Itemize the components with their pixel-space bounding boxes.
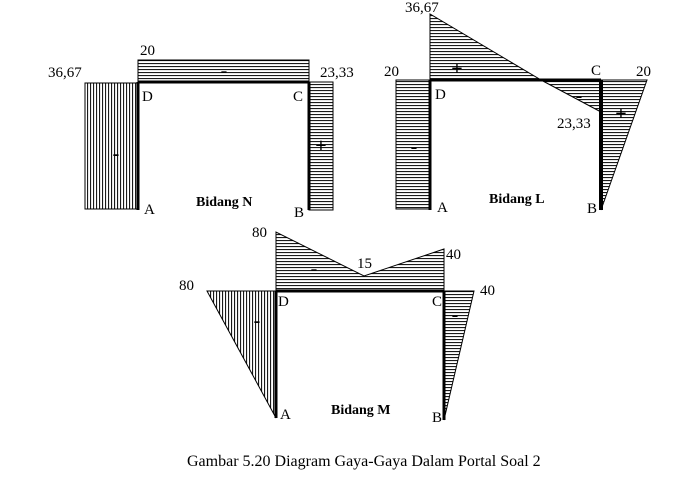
m-right-column-value: 40 bbox=[480, 283, 495, 299]
m-panel-title: Bidang M bbox=[331, 403, 391, 418]
m-right-column-sign: - bbox=[452, 304, 459, 326]
n-right-column-value: 23,33 bbox=[320, 65, 354, 81]
figure-caption: Gambar 5.20 Diagram Gaya-Gaya Dalam Port… bbox=[187, 453, 541, 470]
n-beam-sign: - bbox=[221, 60, 228, 82]
m-node-b: B bbox=[432, 410, 442, 426]
l-node-d: D bbox=[435, 87, 446, 103]
l-beam-negative-area bbox=[540, 79, 602, 113]
l-node-b: B bbox=[587, 201, 597, 217]
panel-normal-force: 36,67 20 23,33 D C A B - - + Bidang N bbox=[48, 43, 354, 221]
l-node-a: A bbox=[437, 200, 448, 216]
m-node-d: D bbox=[278, 294, 289, 310]
n-node-d: D bbox=[142, 89, 153, 105]
n-node-a: A bbox=[144, 202, 155, 218]
l-node-c: C bbox=[591, 63, 601, 79]
panel-shear-force: 36,67 20 20 23,33 D C A B + - - + Bidang… bbox=[384, 0, 651, 217]
m-left-column-area bbox=[206, 290, 277, 419]
m-beam-mid-value: 15 bbox=[357, 256, 372, 272]
l-panel-title: Bidang L bbox=[489, 192, 545, 207]
l-beam-right-value: 23,33 bbox=[557, 116, 591, 132]
n-node-c: C bbox=[293, 89, 303, 105]
l-right-column-value: 20 bbox=[636, 64, 651, 80]
l-beam-left-sign: + bbox=[451, 58, 462, 80]
m-left-column-sign: - bbox=[254, 310, 261, 332]
n-left-column-value: 36,67 bbox=[48, 65, 82, 81]
m-right-column-area bbox=[443, 290, 475, 421]
panel-bending-moment: 80 15 40 80 40 D C A B - - - Bidang M bbox=[179, 225, 495, 426]
m-beam-sign: - bbox=[311, 258, 318, 280]
m-beam-area bbox=[275, 231, 445, 292]
m-beam-left-value: 80 bbox=[252, 225, 267, 241]
n-right-column-area bbox=[308, 81, 334, 211]
n-node-b: B bbox=[294, 205, 304, 221]
l-left-column-value: 20 bbox=[384, 64, 399, 80]
n-beam-value: 20 bbox=[140, 43, 155, 59]
n-left-column-sign: - bbox=[113, 143, 120, 165]
l-right-column-sign: + bbox=[615, 103, 626, 125]
l-left-column-sign: - bbox=[411, 136, 418, 158]
n-left-column-area bbox=[84, 82, 138, 210]
l-beam-right-sign: - bbox=[576, 85, 583, 107]
m-left-column-value: 80 bbox=[179, 278, 194, 294]
l-right-column-area bbox=[600, 79, 648, 211]
n-panel-title: Bidang N bbox=[196, 195, 252, 210]
l-beam-left-value: 36,67 bbox=[405, 0, 439, 16]
m-node-c: C bbox=[432, 294, 442, 310]
m-beam-right-value: 40 bbox=[446, 247, 461, 263]
m-node-a: A bbox=[280, 407, 291, 423]
l-beam-positive-area bbox=[429, 13, 543, 81]
n-right-column-sign: + bbox=[315, 135, 326, 157]
